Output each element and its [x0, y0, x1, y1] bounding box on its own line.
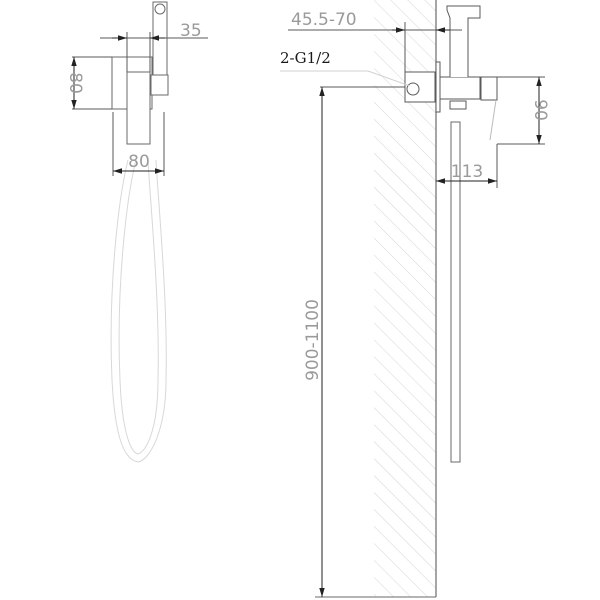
dim-90: 90: [530, 99, 550, 121]
dim-113: 113: [451, 162, 483, 182]
valve-body-side: [439, 76, 481, 100]
lever-handle: [480, 76, 498, 101]
handset-side: [446, 5, 481, 77]
embedded-box: [404, 71, 436, 103]
hose-pipe: [450, 121, 461, 463]
inlet-g12: [406, 82, 420, 96]
hose-inner: [118, 159, 159, 455]
front-view: 35 80 80: [65, 1, 208, 463]
cover-plate: [435, 61, 441, 113]
dim-45-5-70: 45.5-70: [291, 10, 357, 30]
holder-front: [150, 74, 169, 96]
hose-outer: [110, 159, 167, 463]
dim-35: 35: [180, 21, 202, 41]
valve-body-front: [126, 71, 151, 145]
hose-outlet: [449, 100, 467, 110]
dim-900-1100: 900-1100: [303, 299, 323, 381]
handset-nozzle: [154, 3, 166, 15]
connection-label: 2-G1/2: [280, 49, 331, 67]
side-view: 45.5-70 2-G1/2 900-1100 90 113: [280, 0, 550, 598]
dim-80-vertical: 80: [65, 72, 85, 94]
dim-80-horizontal: 80: [128, 152, 150, 172]
